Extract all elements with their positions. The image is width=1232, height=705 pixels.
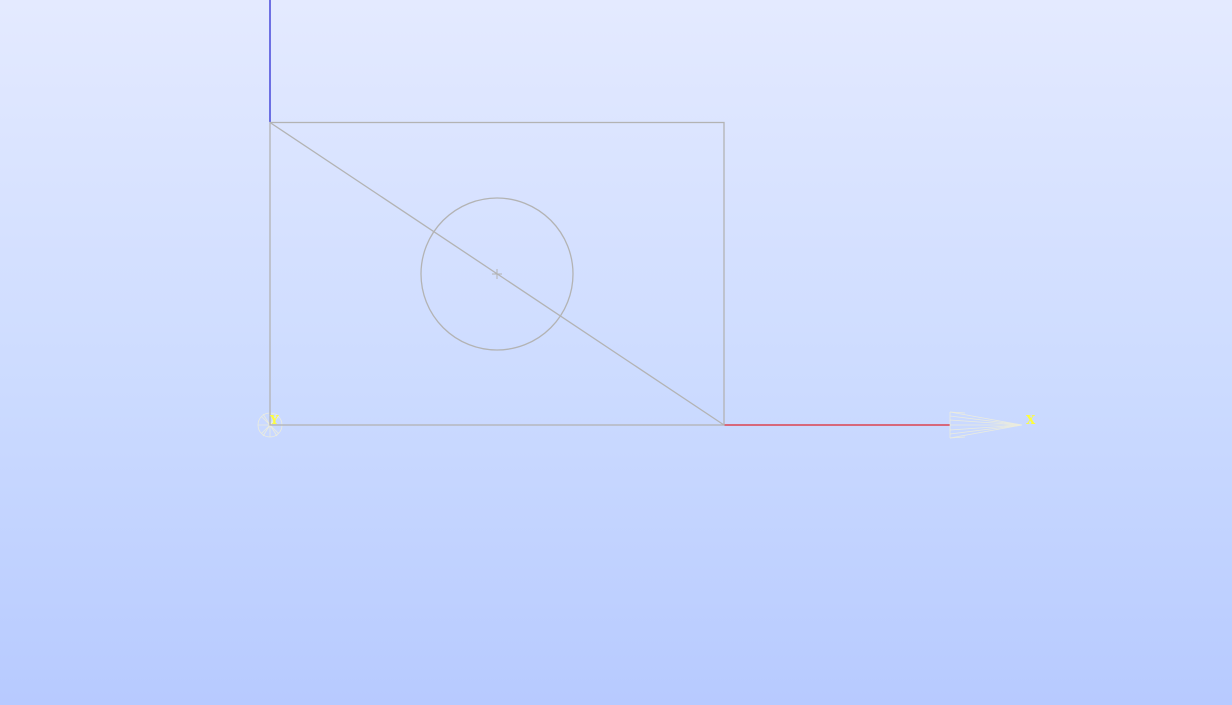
y-axis-label: Y — [270, 413, 279, 427]
sketch-circle[interactable] — [420, 197, 574, 351]
x-axis-label: X — [1026, 413, 1036, 427]
sketch[interactable] — [269, 121, 725, 426]
sketch-rectangle[interactable] — [269, 121, 725, 426]
circle-center-point[interactable] — [492, 269, 502, 279]
x-axis-arrowhead — [949, 411, 1023, 439]
